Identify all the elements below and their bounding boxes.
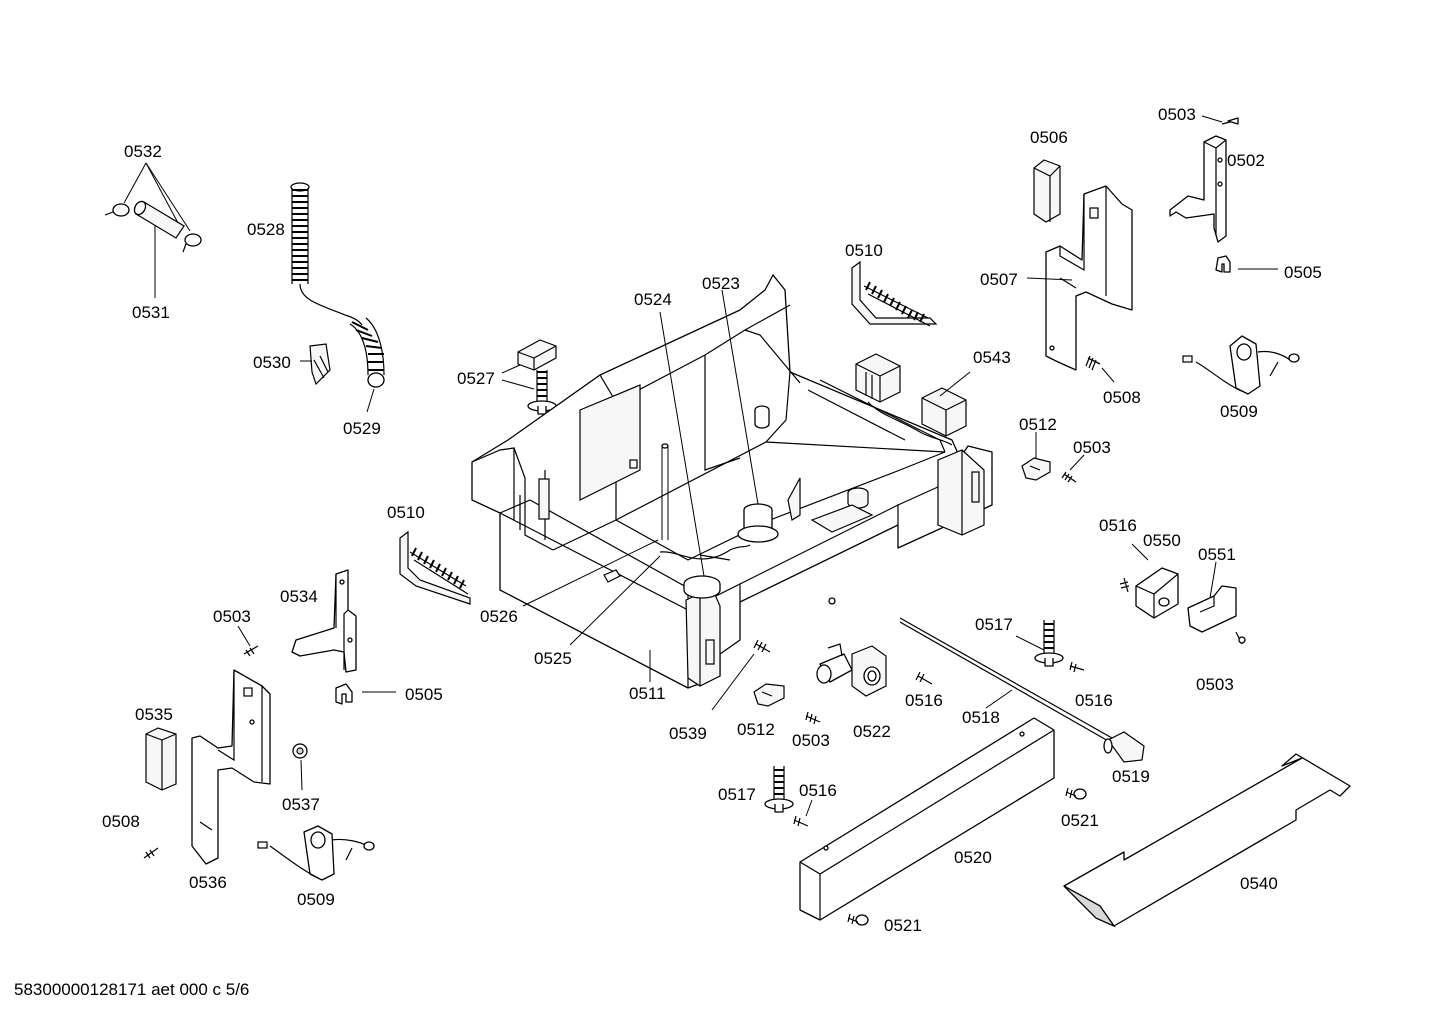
bracket-0512-right-part xyxy=(1021,457,1051,481)
label-0531: 0531 xyxy=(132,303,170,322)
label-0522: 0522 xyxy=(853,722,891,741)
label-0509-right: 0509 xyxy=(1220,402,1258,421)
label-0509-left: 0509 xyxy=(297,890,335,909)
panel-0540-part xyxy=(1063,753,1351,928)
foot-0517-a-part xyxy=(1034,620,1064,667)
spring-0510-top-part xyxy=(851,260,938,327)
label-0507: 0507 xyxy=(980,270,1018,289)
label-0505-left: 0505 xyxy=(405,685,443,704)
label-0521-a: 0521 xyxy=(1061,811,1099,830)
screw-0503-topright-part xyxy=(1221,117,1239,125)
box-0550-part xyxy=(1135,567,1179,619)
knob-0537-part xyxy=(292,743,308,759)
label-0511: 0511 xyxy=(629,684,666,703)
label-0510-top: 0510 xyxy=(845,241,883,260)
screw-0516-a-part xyxy=(1119,577,1130,593)
foot-0517-b-part xyxy=(764,766,794,813)
label-0543: 0543 xyxy=(973,348,1011,367)
label-0540: 0540 xyxy=(1240,874,1278,893)
label-0521-b: 0521 xyxy=(884,916,922,935)
label-0550: 0550 xyxy=(1143,531,1181,550)
label-0505-right: 0505 xyxy=(1284,263,1322,282)
label-0526: 0526 xyxy=(480,607,518,626)
label-0503-left: 0503 xyxy=(213,607,251,626)
label-0551: 0551 xyxy=(1198,545,1236,564)
label-0516-b: 0516 xyxy=(905,691,943,710)
screw-0516-c-part xyxy=(1069,661,1085,673)
label-0525: 0525 xyxy=(534,649,572,668)
label-0510-left: 0510 xyxy=(387,503,425,522)
cover-0506-part xyxy=(1033,159,1061,223)
hinge-0509-left-part xyxy=(257,825,375,881)
cover-0535-part xyxy=(145,727,177,791)
label-0519: 0519 xyxy=(1112,767,1150,786)
connectors-0543-part xyxy=(855,353,967,446)
bracket-0512-mid-part xyxy=(753,683,785,707)
label-0503-bottom: 0503 xyxy=(792,731,830,750)
label-0516-d: 0516 xyxy=(799,781,837,800)
screw-0503-mid-part xyxy=(1061,471,1077,483)
label-0503-topright: 0503 xyxy=(1158,105,1196,124)
label-0508-left: 0508 xyxy=(102,812,140,831)
valve-0522-part xyxy=(816,643,887,697)
label-0527: 0527 xyxy=(457,369,495,388)
label-0535: 0535 xyxy=(135,705,173,724)
clip-0505-left-part xyxy=(335,683,353,705)
label-0530: 0530 xyxy=(253,353,291,372)
hinge-0509-right-part xyxy=(1182,335,1300,395)
spring-hose-0528-part xyxy=(290,182,385,388)
label-0520: 0520 xyxy=(954,848,992,867)
frame-details xyxy=(603,405,874,605)
label-0529: 0529 xyxy=(343,419,381,438)
screw-0508-left-part xyxy=(143,847,159,859)
bracket-0536-part xyxy=(191,669,271,865)
screw-0521-b-part xyxy=(847,913,869,926)
label-0518: 0518 xyxy=(962,708,1000,727)
label-0516-c: 0516 xyxy=(1075,691,1113,710)
hose-0531-part xyxy=(104,200,202,253)
label-0524: 0524 xyxy=(634,290,672,309)
label-0536: 0536 xyxy=(189,873,227,892)
drawing-reference-footer: 58300000128171 aet 000 c 5/6 xyxy=(14,980,250,999)
label-0516-a: 0516 xyxy=(1099,516,1137,535)
base-frame-0511-part xyxy=(471,274,993,689)
clip-0505-right-part xyxy=(1215,255,1231,273)
label-0512-mid: 0512 xyxy=(737,720,775,739)
bracket-0502-part xyxy=(1169,135,1227,243)
screw-0503-bottom-part xyxy=(805,711,821,725)
label-0517-a: 0517 xyxy=(975,615,1013,634)
bracket-0507-part xyxy=(1045,185,1133,371)
label-0506: 0506 xyxy=(1030,128,1068,147)
cover-0551-part xyxy=(1187,585,1237,633)
bracket-0530-part xyxy=(309,343,331,386)
label-0503-mid: 0503 xyxy=(1073,438,1111,457)
rod-0518-part xyxy=(899,617,1113,743)
label-0502: 0502 xyxy=(1227,151,1265,170)
label-0503-r2: 0503 xyxy=(1196,675,1234,694)
label-0528: 0528 xyxy=(247,220,285,239)
screw-0503-r2-part xyxy=(1235,631,1246,645)
foot-0527-part xyxy=(517,339,557,415)
label-0532: 0532 xyxy=(124,142,162,161)
screw-0516-b-part xyxy=(915,671,933,685)
screw-0521-a-part xyxy=(1065,787,1087,800)
kickplate-0520-part xyxy=(799,717,1055,921)
screw-0539-part xyxy=(753,639,771,653)
spring-0510-left-part xyxy=(399,530,471,605)
knob-0519-part xyxy=(1103,731,1145,763)
label-0508-right: 0508 xyxy=(1103,388,1141,407)
label-0517-b: 0517 xyxy=(718,785,756,804)
screw-0516-d-part xyxy=(793,815,809,827)
label-0523: 0523 xyxy=(702,274,740,293)
label-0537: 0537 xyxy=(282,795,320,814)
label-0539: 0539 xyxy=(669,724,707,743)
bracket-0534-part xyxy=(291,569,357,673)
label-0512-right: 0512 xyxy=(1019,415,1057,434)
screw-0508-right-part xyxy=(1085,355,1101,371)
label-0534: 0534 xyxy=(280,587,318,606)
screw-0503-left-part xyxy=(243,645,259,657)
